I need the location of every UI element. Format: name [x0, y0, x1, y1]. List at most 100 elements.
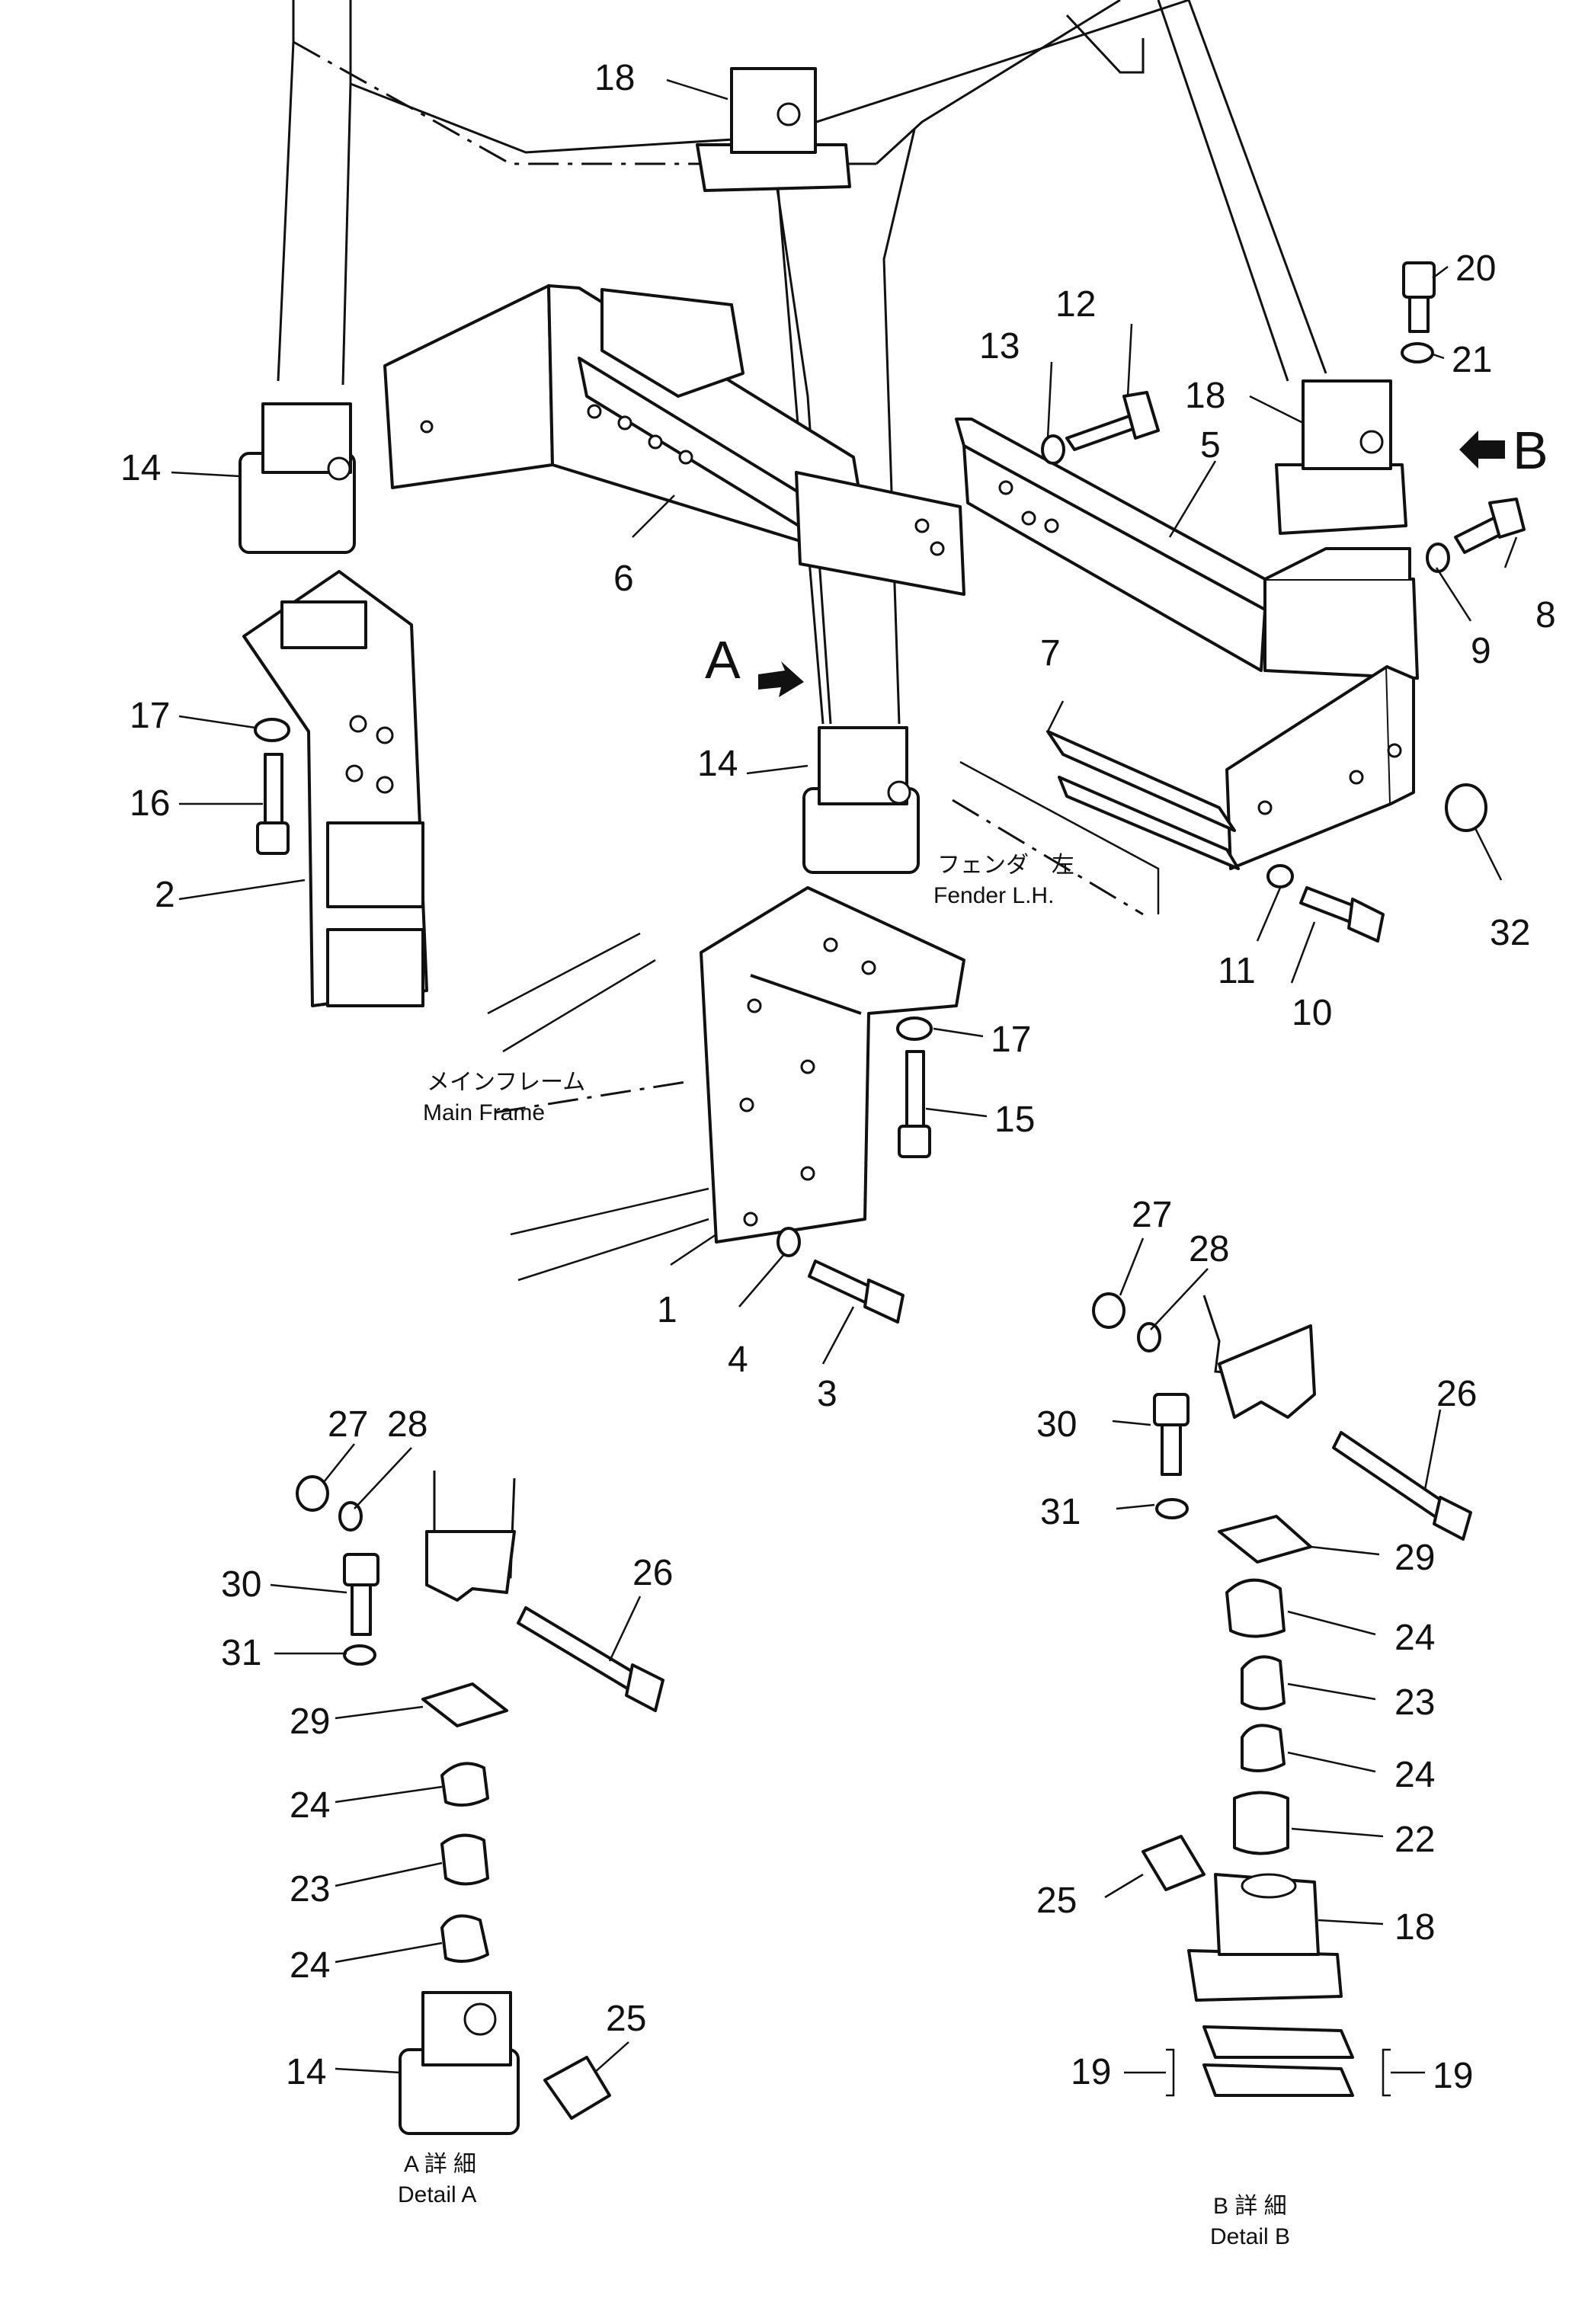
part-label-19b: 19: [1433, 2056, 1473, 2096]
mount-14-a: [399, 1991, 520, 2135]
view-label-a: A: [705, 630, 741, 690]
shim-part-7: [1046, 730, 1240, 870]
fender-lh: [952, 760, 1160, 916]
washer-11: [1266, 864, 1294, 888]
detail-b-label-jp: B 詳 細: [1213, 2194, 1287, 2219]
view-arrow-a-icon: [758, 661, 804, 697]
part-label-22: 22: [1394, 1820, 1435, 1860]
plug-25-a: [543, 2056, 611, 2120]
washer-17-right: [896, 1016, 933, 1041]
panel-part-2: [242, 570, 428, 1007]
part-label-14a: 14: [120, 448, 161, 488]
part-label-9: 9: [1471, 631, 1491, 671]
nut-27-a: [296, 1475, 329, 1512]
bracket-a: [425, 1471, 516, 1602]
part-label-21: 21: [1452, 340, 1492, 380]
mount-14-center: [802, 726, 920, 874]
part-label-27a: 27: [328, 1404, 368, 1445]
washer-21: [1401, 342, 1434, 363]
bolt-10: [1299, 886, 1385, 943]
part-label-4: 4: [728, 1340, 748, 1380]
plate-29-a: [421, 1682, 508, 1727]
part-label-29b: 29: [1394, 1538, 1435, 1578]
main-frame-label-en: Main Frame: [423, 1100, 545, 1125]
view-label-b: B: [1513, 421, 1548, 480]
part-label-26a: 26: [632, 1553, 673, 1593]
bolt-20: [1402, 261, 1436, 333]
part-label-18a: 18: [594, 58, 635, 98]
washer-31-b: [1155, 1498, 1189, 1519]
detail-b: [1092, 1292, 1472, 2097]
bolt-26-a: [517, 1606, 664, 1712]
seat-24-b-bottom: [1241, 1724, 1286, 1772]
part-label-5: 5: [1200, 425, 1221, 466]
part-label-17a: 17: [130, 696, 170, 736]
bolt-30-b: [1153, 1393, 1190, 1476]
part-label-27b: 27: [1132, 1195, 1172, 1235]
part-label-25a: 25: [606, 1999, 646, 2039]
washer-4: [776, 1227, 801, 1257]
part-label-23a: 23: [290, 1869, 330, 1909]
part-label-28b: 28: [1189, 1229, 1229, 1269]
bolt-8: [1454, 498, 1526, 554]
main-frame-label-jp: メインフレーム: [427, 1070, 585, 1095]
bracket-part-1: [700, 886, 965, 1244]
part-label-17b: 17: [991, 1020, 1031, 1060]
washer-17-left: [254, 718, 290, 742]
part-label-13: 13: [979, 326, 1020, 367]
part-label-18b: 18: [1185, 376, 1225, 416]
bolt-12: [1065, 391, 1160, 451]
detail-a-label-jp: A 詳 細: [404, 2152, 476, 2177]
part-label-31b: 31: [1040, 1492, 1081, 1532]
mount-14-left: [239, 402, 356, 554]
part-labels: 18 14 6 13 12 18 5 20 21 B 8 9 7 A 17 14…: [120, 58, 1556, 2096]
part-label-10: 10: [1292, 993, 1332, 1033]
mount-18-right: [1275, 379, 1407, 535]
bolt-3: [808, 1260, 905, 1324]
part-label-7: 7: [1040, 633, 1061, 674]
mount-18-b: [1187, 1873, 1343, 2002]
notes: フェンダ 左 Fender L.H. メインフレーム Main Frame A …: [398, 853, 1290, 2249]
part-label-18c: 18: [1394, 1907, 1435, 1948]
part-label-16: 16: [130, 783, 170, 824]
plate-part-5: [955, 418, 1419, 870]
view-arrow-b-icon: [1459, 431, 1505, 469]
shim-19: [1202, 2025, 1354, 2097]
part-label-11: 11: [1218, 951, 1256, 991]
part-label-3: 3: [817, 1374, 837, 1414]
part-label-19a: 19: [1071, 2052, 1111, 2092]
plug-32: [1445, 783, 1487, 832]
fender-label-en: Fender L.H.: [933, 883, 1054, 908]
fender-label-jp: フェンダ 左: [937, 853, 1074, 878]
part-label-2: 2: [155, 875, 175, 915]
washer-13: [1041, 434, 1065, 465]
plate-29-b: [1218, 1515, 1312, 1564]
plug-25-b: [1142, 1835, 1206, 1891]
bracket-part-6: [383, 284, 965, 596]
main-frame: [487, 932, 709, 1282]
detail-b-label-en: Detail B: [1210, 2224, 1290, 2249]
washer-28-a: [338, 1501, 363, 1532]
part-label-1: 1: [657, 1290, 677, 1330]
cylinder-22: [1233, 1791, 1289, 1855]
bracket-b: [1202, 1295, 1316, 1419]
bolt-26-b: [1332, 1431, 1472, 1541]
part-label-24b: 24: [290, 1945, 330, 1986]
detail-a-label-en: Detail A: [398, 2182, 476, 2207]
part-label-24c: 24: [1394, 1618, 1435, 1658]
seat-24-b-top: [1225, 1578, 1286, 1638]
part-label-12: 12: [1055, 284, 1096, 325]
mount-18-top: [696, 67, 851, 192]
part-label-28a: 28: [387, 1404, 427, 1445]
bolt-15: [898, 1050, 931, 1158]
part-label-14c: 14: [286, 2052, 326, 2092]
nut-27-b: [1092, 1292, 1126, 1329]
part-label-29a: 29: [290, 1701, 330, 1742]
part-label-31a: 31: [221, 1633, 261, 1673]
part-label-32: 32: [1490, 913, 1530, 953]
part-label-14b: 14: [697, 744, 738, 784]
ball-23-b: [1241, 1655, 1286, 1711]
part-label-6: 6: [613, 559, 634, 599]
bolt-16: [256, 753, 290, 855]
detail-a: [296, 1471, 664, 2135]
